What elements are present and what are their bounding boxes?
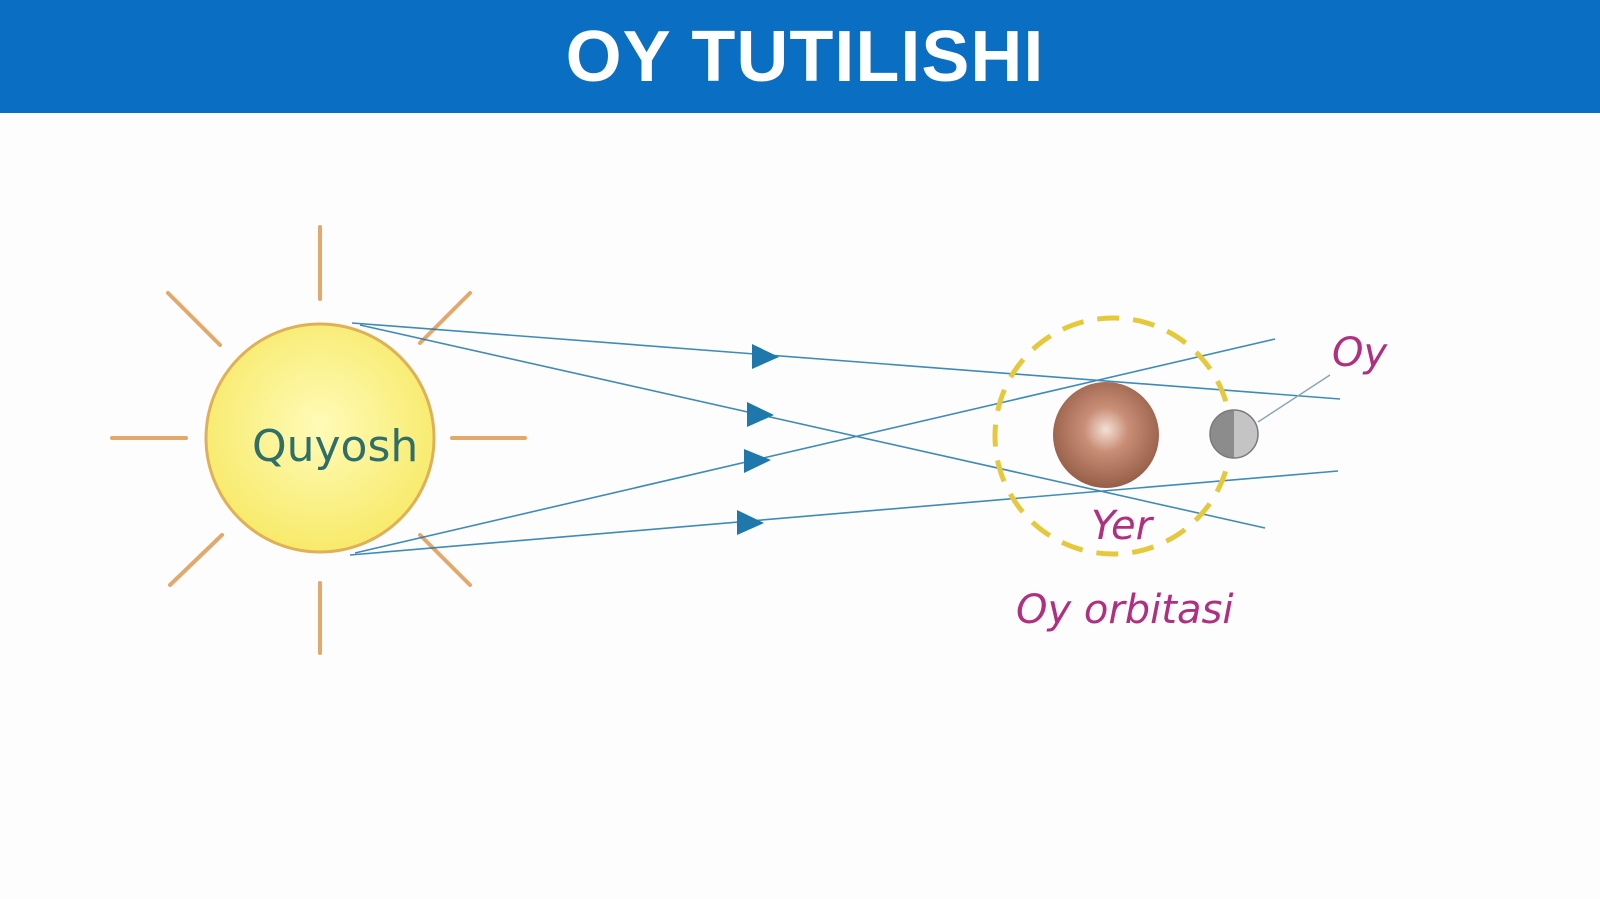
earth-label: Yer bbox=[1091, 503, 1155, 549]
arrowhead-icon bbox=[737, 510, 764, 535]
sun-ray-bottom-left bbox=[168, 533, 224, 587]
sun-rays bbox=[110, 225, 527, 655]
lunar-eclipse-diagram: Quyosh Oy Yer Oy orbitas bbox=[110, 225, 1388, 655]
arrowhead-icon bbox=[747, 402, 774, 427]
sun-ray-bottom-right bbox=[418, 533, 472, 587]
ray-arrows bbox=[737, 344, 779, 535]
page-title: OY TUTILISHI bbox=[565, 16, 1045, 97]
light-ray-3 bbox=[354, 338, 1276, 554]
light-rays bbox=[349, 322, 1341, 556]
light-ray-2 bbox=[359, 324, 1266, 529]
title-bar: OY TUTILISHI bbox=[0, 0, 1600, 113]
moon-orbit-label: Oy orbitasi bbox=[1016, 587, 1233, 633]
moon-pointer-line bbox=[1257, 374, 1331, 423]
sun-ray-top-left bbox=[166, 291, 222, 347]
sun-ray-top-right bbox=[418, 291, 472, 345]
moon-label: Oy bbox=[1332, 330, 1388, 376]
light-ray-4 bbox=[349, 470, 1339, 556]
sun-icon bbox=[204, 322, 436, 554]
light-ray-1 bbox=[351, 322, 1341, 400]
arrowhead-icon bbox=[744, 449, 771, 473]
earth-icon bbox=[1053, 382, 1159, 488]
arrowhead-icon bbox=[752, 344, 779, 369]
sun-label: Quyosh bbox=[252, 421, 418, 472]
moon-icon bbox=[1209, 409, 1259, 459]
